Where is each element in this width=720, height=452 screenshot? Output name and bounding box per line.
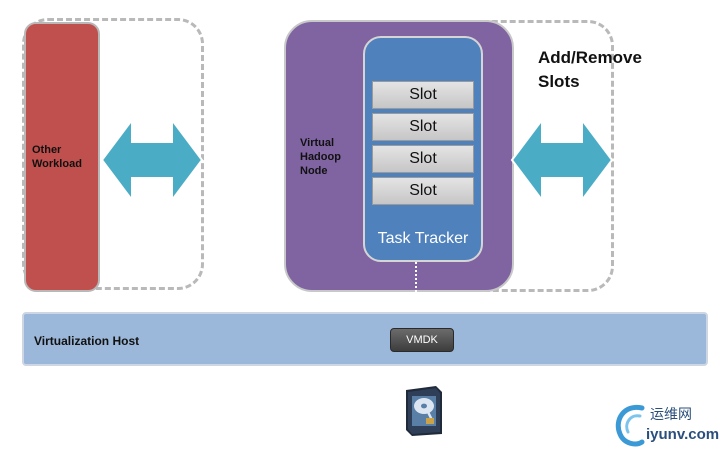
vmdk-badge: VMDK bbox=[390, 328, 454, 352]
other-workload-box bbox=[24, 22, 100, 292]
vmdk-connector-line bbox=[415, 262, 417, 332]
watermark-logo-icon bbox=[615, 404, 645, 447]
watermark-cn-text: 运维网 bbox=[650, 407, 692, 423]
left-double-arrow-icon bbox=[100, 117, 204, 203]
slot-4: Slot bbox=[372, 177, 474, 205]
virtualization-host-bar bbox=[22, 312, 708, 366]
slot-3: Slot bbox=[372, 145, 474, 173]
task-tracker-label: Task Tracker bbox=[377, 230, 469, 247]
disk-icon bbox=[406, 386, 442, 436]
left-capacity-outline bbox=[22, 18, 204, 290]
slot-1: Slot bbox=[372, 81, 474, 109]
virtualization-host-label: Virtualization Host bbox=[34, 334, 140, 348]
watermark-en-text: iyunv.com bbox=[646, 426, 720, 443]
add-remove-slots-label: Add/Remove Slots bbox=[538, 48, 642, 91]
right-double-arrow-icon bbox=[510, 117, 614, 203]
other-workload-label: Other Workload bbox=[32, 144, 82, 170]
slot-2: Slot bbox=[372, 113, 474, 141]
virtual-hadoop-node-label: Virtual Hadoop Node bbox=[300, 137, 341, 177]
